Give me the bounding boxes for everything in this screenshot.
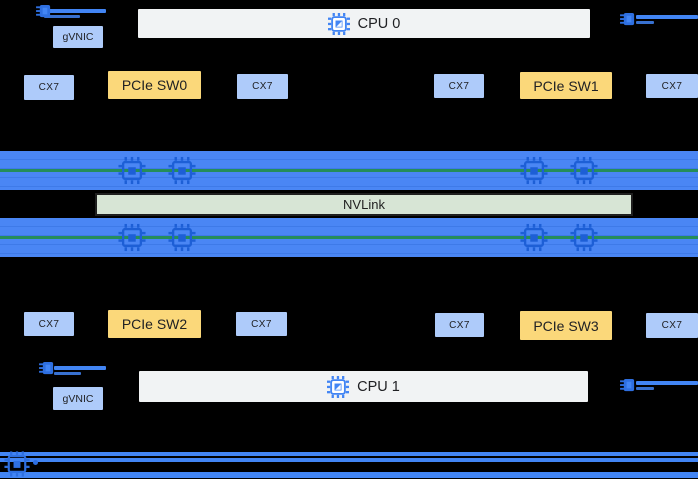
gpu-chip-icon bbox=[118, 223, 146, 252]
cx7-label: CX7 bbox=[448, 80, 470, 92]
host-network-line-top-right-2 bbox=[636, 21, 654, 24]
pcie-sw3-box: PCIe SW3 bbox=[520, 311, 612, 340]
gpu-chip-icon bbox=[118, 156, 146, 185]
gpu-chip-icon bbox=[520, 223, 548, 252]
network-chip-icon bbox=[4, 451, 30, 477]
nic-link-icon bbox=[620, 12, 635, 26]
gpu-chip-icon bbox=[168, 156, 196, 185]
gpu-chip-icon bbox=[168, 223, 196, 252]
nvlink-rail-line bbox=[0, 169, 698, 172]
cx7-box-top-3: CX7 bbox=[434, 74, 484, 98]
cpu-chip-icon bbox=[327, 375, 350, 398]
gvnic-top-label: gVNIC bbox=[62, 31, 94, 43]
cpu1-box: CPU 1 bbox=[139, 371, 588, 402]
host-network-line-bottom-right-2 bbox=[636, 387, 654, 390]
cx7-label: CX7 bbox=[252, 81, 273, 92]
host-network-line-bottom-left bbox=[54, 366, 106, 370]
nic-link-icon bbox=[39, 361, 54, 375]
cpu0-box: CPU 0 bbox=[138, 9, 590, 38]
nic-link-icon bbox=[36, 4, 51, 18]
network-node-dot bbox=[33, 460, 38, 465]
gpu-network-line-3 bbox=[0, 472, 698, 478]
pcie-sw2-label: PCIe SW2 bbox=[121, 316, 188, 332]
cx7-box-top-1: CX7 bbox=[24, 75, 74, 100]
pcie-sw2-box: PCIe SW2 bbox=[108, 310, 201, 338]
pcie-sw0-label: PCIe SW0 bbox=[121, 77, 188, 93]
gvnic-bottom-label: gVNIC bbox=[62, 392, 94, 405]
nvlink-box: NVLink bbox=[95, 193, 633, 216]
gpu-network-line-1 bbox=[0, 452, 698, 456]
cpu1-label: CPU 1 bbox=[357, 378, 400, 395]
cpu-chip-icon bbox=[327, 12, 350, 35]
host-network-line-top-right bbox=[636, 15, 698, 19]
host-network-line-bottom-left-2 bbox=[54, 372, 81, 375]
pcie-sw1-box: PCIe SW1 bbox=[520, 72, 612, 99]
cx7-box-bottom-4: CX7 bbox=[646, 313, 698, 338]
host-network-line-bottom-right bbox=[636, 381, 698, 385]
gpu-chip-icon bbox=[570, 223, 598, 252]
gpu-network-line-2 bbox=[0, 458, 698, 462]
cx7-box-bottom-3: CX7 bbox=[435, 313, 484, 337]
cx7-label: CX7 bbox=[661, 80, 683, 92]
nvlink-label: NVLink bbox=[343, 197, 385, 212]
nvlink-rail-line bbox=[0, 236, 698, 239]
cx7-label: CX7 bbox=[661, 320, 683, 331]
cx7-label: CX7 bbox=[38, 82, 60, 93]
cx7-box-top-4: CX7 bbox=[646, 74, 698, 98]
cx7-box-top-2: CX7 bbox=[237, 74, 288, 99]
pcie-sw0-box: PCIe SW0 bbox=[108, 71, 201, 99]
cx7-box-bottom-2: CX7 bbox=[236, 312, 287, 336]
cx7-label: CX7 bbox=[251, 318, 272, 330]
cpu0-label: CPU 0 bbox=[357, 15, 401, 32]
gpu-rail-bar-bottom bbox=[0, 218, 698, 257]
host-network-line-top-left bbox=[44, 9, 106, 13]
cx7-box-bottom-1: CX7 bbox=[24, 312, 74, 336]
gpu-chip-icon bbox=[570, 156, 598, 185]
host-network-line-top-left-2 bbox=[44, 15, 80, 18]
gvnic-bottom-box: gVNIC bbox=[53, 387, 103, 410]
cx7-label: CX7 bbox=[38, 318, 60, 330]
gvnic-top-box: gVNIC bbox=[53, 26, 103, 48]
cx7-label: CX7 bbox=[449, 319, 470, 331]
gpu-chip-icon bbox=[520, 156, 548, 185]
gpu-rail-bar-top bbox=[0, 151, 698, 190]
pcie-sw3-label: PCIe SW3 bbox=[533, 317, 599, 334]
nic-link-icon bbox=[620, 378, 635, 392]
pcie-sw1-label: PCIe SW1 bbox=[533, 77, 599, 94]
